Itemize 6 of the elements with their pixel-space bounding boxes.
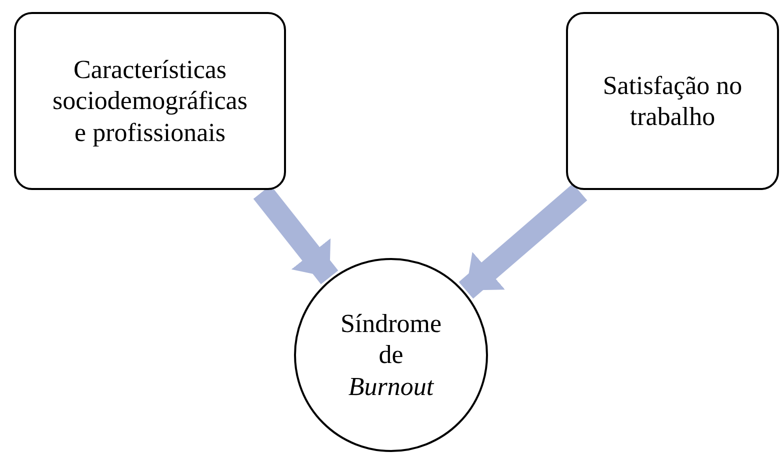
factor-box [14, 12, 286, 190]
arrow [458, 184, 588, 299]
node-label: Satisfação no trabalho [602, 70, 744, 132]
factor-box [566, 12, 779, 190]
node-label: Características sociodemográficas e profissionais [52, 54, 248, 148]
node-label: Síndrome de Burnout [339, 308, 443, 402]
